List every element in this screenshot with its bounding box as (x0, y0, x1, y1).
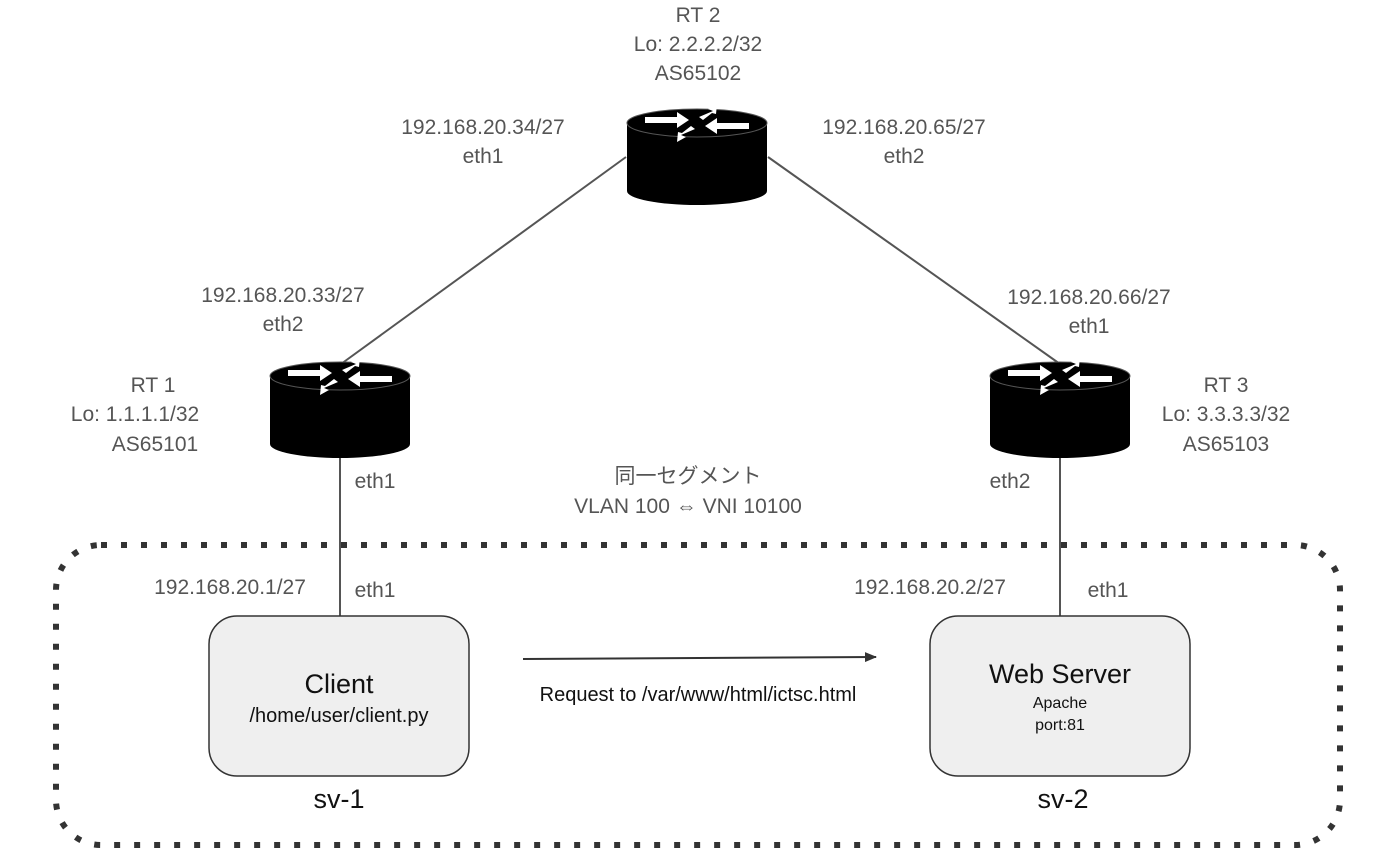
sv2-detail-port: port:81 (1035, 717, 1085, 734)
sv2-eth1-ip: 192.168.20.2/27 (854, 576, 1006, 599)
segment-label: 同一セグメント (615, 465, 762, 488)
sv1-detail: /home/user/client.py (250, 705, 429, 727)
rt1-router-icon (269, 356, 411, 459)
request-arrow (522, 652, 877, 663)
segment-vlan-vni: VLAN 100 ⇔ VNI 10100 (574, 495, 802, 518)
rt2-loopback: Lo: 2.2.2.2/32 (634, 33, 762, 56)
rt3-router-icon (989, 356, 1131, 459)
rt3-eth2-name: eth2 (990, 470, 1031, 493)
sv1-eth1-name: eth1 (355, 579, 396, 602)
sv1-title: Client (304, 669, 374, 699)
rt2-router-icon (626, 103, 768, 206)
rt2-eth2-ip: 192.168.20.65/27 (822, 116, 986, 139)
rt1-name: RT 1 (131, 374, 176, 397)
rt3-name: RT 3 (1204, 374, 1249, 397)
rt2-eth1-ip: 192.168.20.34/27 (401, 116, 565, 139)
rt2-as: AS65102 (655, 62, 741, 85)
sv1-box (208, 615, 470, 777)
rt3-loopback: Lo: 3.3.3.3/32 (1162, 403, 1290, 426)
sv2-title: Web Server (989, 659, 1131, 689)
sv2-detail-apache: Apache (1033, 695, 1087, 712)
rt2-name: RT 2 (676, 4, 721, 27)
rt1-as: AS65101 (112, 433, 198, 456)
rt2-eth2-name: eth2 (884, 145, 925, 168)
link-rt1-rt2 (340, 156, 627, 365)
sv2-eth1-name: eth1 (1088, 579, 1129, 602)
rt1-eth1-name: eth1 (355, 470, 396, 493)
rt3-as: AS65103 (1183, 433, 1269, 456)
request-label: Request to /var/www/html/ictsc.html (540, 684, 857, 706)
rt3-eth1-ip: 192.168.20.66/27 (1007, 286, 1171, 309)
link-rt2-rt3 (767, 156, 1061, 365)
sv2-label: sv-2 (1037, 784, 1088, 814)
sv1-eth1-ip: 192.168.20.1/27 (154, 576, 306, 599)
rt1-loopback: Lo: 1.1.1.1/32 (71, 403, 199, 426)
segment-border (53, 542, 1343, 848)
rt2-eth1-name: eth1 (463, 145, 504, 168)
rt1-eth2-name: eth2 (263, 313, 304, 336)
rt3-eth1-name: eth1 (1069, 315, 1110, 338)
sv1-label: sv-1 (313, 784, 364, 814)
rt1-eth2-ip: 192.168.20.33/27 (201, 284, 365, 307)
sv2-box (929, 615, 1191, 777)
